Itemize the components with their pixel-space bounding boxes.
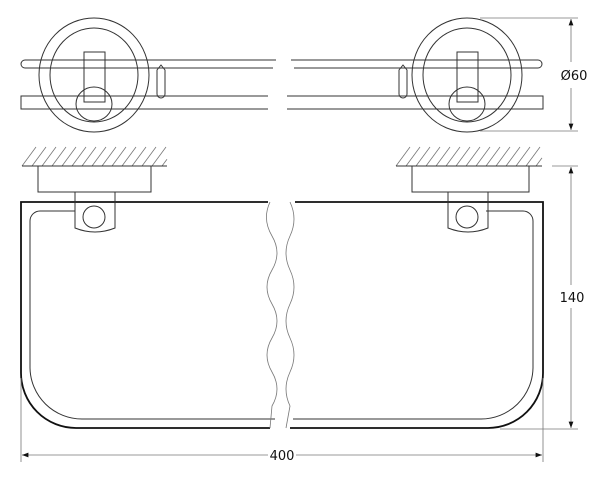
- hatch-line: [415, 146, 431, 167]
- width-dimension: 400: [20, 378, 544, 464]
- diameter-dimension: Ø60: [480, 17, 588, 132]
- depth-label: 140: [560, 291, 585, 306]
- hatch-line: [405, 146, 421, 167]
- hatch-line: [161, 158, 168, 167]
- hatch-line: [535, 157, 543, 167]
- left-wall-plate: [38, 17, 150, 133]
- hatch-line: [425, 146, 441, 167]
- right-bracket: [447, 192, 489, 233]
- diameter-label: Ø60: [561, 69, 588, 84]
- hatch-line: [71, 146, 87, 167]
- wall-hatching: [21, 146, 543, 167]
- left-bracket: [74, 192, 116, 233]
- hatch-line: [41, 146, 57, 167]
- hatch-line: [61, 146, 77, 167]
- hatch-line: [505, 146, 521, 167]
- top-view: [20, 17, 544, 133]
- hatch-line: [141, 146, 157, 167]
- hatch-line: [91, 146, 107, 167]
- hatch-line: [121, 146, 137, 167]
- hatch-line: [435, 146, 451, 167]
- hatch-line: [495, 146, 511, 167]
- upper-rail: [20, 59, 543, 69]
- depth-dimension: 140: [500, 165, 585, 430]
- wall-plates-front: [37, 165, 530, 193]
- hatch-line: [51, 146, 67, 167]
- hatch-line: [445, 146, 461, 167]
- hatch-line: [111, 146, 127, 167]
- hatch-line: [21, 146, 37, 167]
- hatch-line: [525, 146, 541, 167]
- lower-rail: [20, 95, 544, 110]
- hatch-line: [31, 146, 47, 167]
- right-wall-plate: [411, 17, 523, 133]
- hatch-line: [395, 146, 411, 167]
- rail-clips: [156, 64, 408, 99]
- hatch-line: [475, 146, 491, 167]
- width-label: 400: [270, 449, 295, 464]
- hatch-line: [515, 146, 531, 167]
- hatch-line: [455, 146, 471, 167]
- hatch-line: [151, 146, 167, 167]
- hatch-line: [81, 146, 97, 167]
- break-line: [266, 201, 295, 429]
- hatch-line: [465, 146, 481, 167]
- shelf-frame: [20, 201, 544, 429]
- hatch-line: [131, 146, 147, 167]
- hatch-line: [101, 146, 117, 167]
- hatch-line: [485, 146, 501, 167]
